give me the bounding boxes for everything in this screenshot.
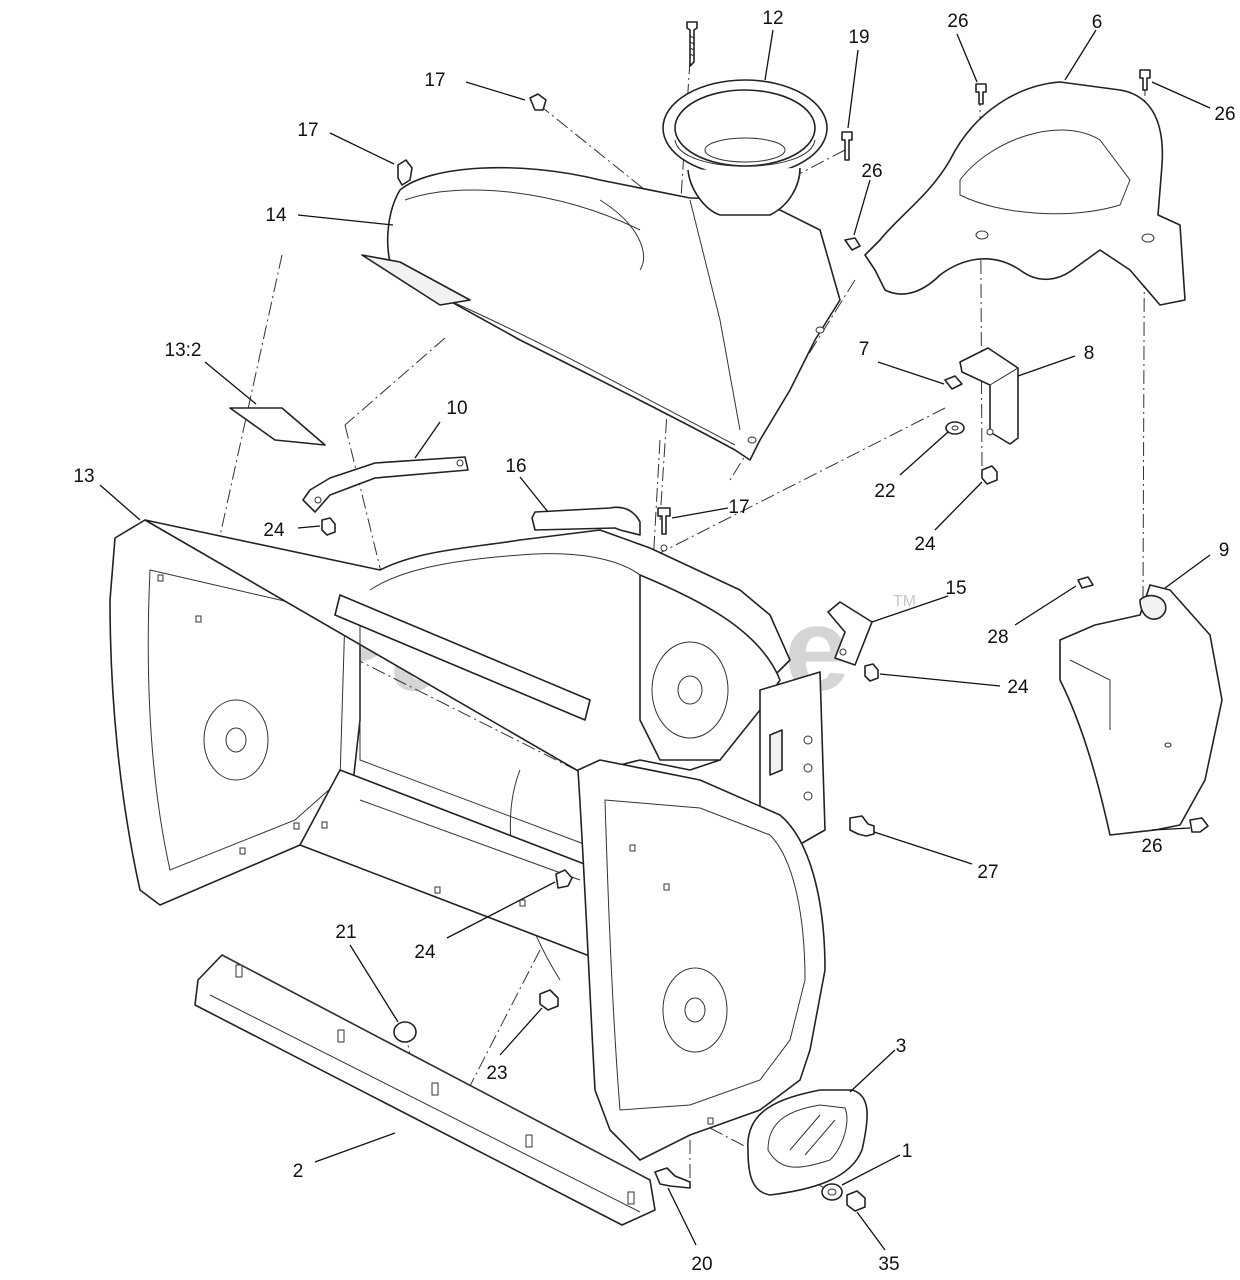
callout-19: 19 [848,27,869,48]
housing-right-side [577,759,826,1161]
part-21-plug [393,1021,417,1043]
callout-10: 10 [446,398,467,419]
leader-lines [99,29,1211,1251]
callout-23: 23 [486,1063,507,1084]
callout-20: 20 [691,1254,712,1275]
callout-7: 7 [859,339,870,360]
callout-12: 12 [762,8,783,29]
callout-26-cover: 26 [861,161,882,182]
callout-13: 13 [73,466,94,487]
callout-17-middle: 17 [728,497,749,518]
callout-27: 27 [977,862,998,883]
callout-26-side: 26 [1141,836,1162,857]
part-14-discharge-chute [361,166,841,461]
part-3-skid-shoe [747,1089,868,1196]
callout-24-bracket: 24 [914,534,936,555]
callout-22: 22 [874,481,895,502]
callout-21: 21 [335,922,356,943]
callout-8: 8 [1084,343,1095,364]
callout-16: 16 [505,456,526,477]
small-hardware-bracket [944,375,998,485]
callout-6: 6 [1092,12,1103,33]
callout-3: 3 [896,1036,907,1057]
callout-24-left: 24 [263,520,285,541]
part-8-bracket [959,347,1019,445]
callout-26-top: 26 [947,11,968,32]
callout-9: 9 [1219,540,1230,561]
callout-13-2: 13:2 [165,340,202,361]
part-12-chute-ring [662,79,828,216]
callout-24-right: 24 [1007,677,1029,698]
callout-15: 15 [945,578,966,599]
callout-14: 14 [265,205,287,226]
part-9-side-cover [1059,576,1223,836]
callout-17-top: 17 [424,70,445,91]
callout-28: 28 [987,627,1008,648]
callout-labels: 1 2 3 6 7 8 9 10 12 13 13:2 14 15 16 17 … [73,8,1235,1275]
callout-17-left: 17 [297,120,318,141]
callout-2: 2 [293,1161,304,1182]
housing-bottom [299,769,601,961]
housing-right-mount-plate [759,671,826,851]
fasteners [321,21,1209,1212]
part-2-scraper-bar [194,954,656,1226]
housing-back-wrap [144,519,791,981]
callout-1: 1 [902,1141,913,1162]
part-10-brace [302,456,469,513]
part-6-top-cover [864,81,1186,306]
watermark-trademark: TM [893,593,916,610]
callout-35: 35 [878,1254,899,1275]
callout-24-bottom: 24 [414,942,436,963]
callout-26-top-right: 26 [1214,104,1235,125]
part-15-small-bracket [827,601,873,666]
part-13-2-decal [229,407,326,446]
part-16-handle [531,506,641,536]
